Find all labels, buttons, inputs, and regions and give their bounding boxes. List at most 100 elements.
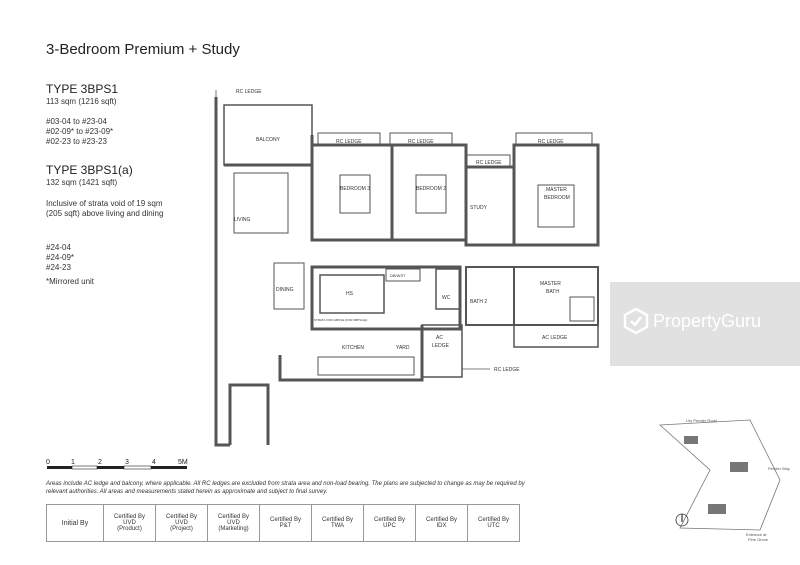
type1-units: #03-04 to #23-04 #02-09* to #23-09* #02-… (46, 117, 113, 147)
scale-seg-dark (47, 466, 72, 469)
type2-unit: #24-09* (46, 253, 75, 262)
block (684, 436, 698, 444)
type2-name: TYPE 3BPS1(a) (46, 163, 133, 177)
road-label: Pender Way (768, 466, 790, 471)
label-yard: YARD (396, 345, 410, 351)
dbwst-box (385, 268, 421, 282)
label-rc-ledge-2: RC LEDGE (408, 139, 434, 145)
label-dining: DINING (276, 287, 294, 293)
type2-area: 132 sqm (1421 sqft) (46, 178, 118, 187)
label-study: STUDY (470, 205, 488, 211)
block (708, 504, 726, 514)
scale-tick: 5M (178, 459, 188, 466)
page-title: 3-Bedroom Premium + Study (46, 41, 240, 58)
label-rc-ledge-4: RC LEDGE (538, 139, 564, 145)
hs-room (319, 274, 385, 314)
label-kitchen: KITCHEN (342, 345, 364, 351)
master-bath-walls (513, 266, 599, 326)
key-plan: Lity Pender Road Pender Way Entrance at … (659, 418, 790, 542)
bedroom3-walls (310, 143, 394, 242)
wc-room (435, 268, 461, 310)
scale-seg-light (71, 465, 98, 470)
propertyguru-watermark: PropertyGuru (623, 307, 761, 340)
label-wc: WC (442, 295, 451, 301)
label-ac-ledge-small-1: AC (436, 335, 443, 341)
floor-plan: RC LEDGE BALCONY LIVING DINING RC LEDGE … (214, 89, 600, 447)
scale-tick: 3 (125, 459, 129, 466)
type1-unit: #03-04 to #23-04 (46, 117, 107, 126)
plan-labels: RC LEDGE BALCONY LIVING DINING RC LEDGE … (234, 89, 570, 373)
scale-tick: 2 (98, 459, 102, 466)
label-master-bedroom-2: BEDROOM (544, 195, 570, 201)
block (730, 462, 748, 472)
master-bath-shower (569, 296, 595, 322)
bed3 (339, 174, 371, 214)
bedroom2-walls (390, 143, 468, 242)
label-hs: HS (346, 291, 354, 297)
label-balcony: BALCONY (256, 137, 281, 143)
label-master-bath-2: BATH (546, 289, 559, 295)
label-bath2: BATH 2 (470, 299, 487, 305)
wall-left (214, 97, 230, 447)
scale-tick: 0 (46, 459, 50, 466)
label-rc-ledge-top: RC LEDGE (236, 89, 262, 95)
type1-unit: #02-09* to #23-09* (46, 127, 114, 136)
site-boundary (659, 419, 781, 531)
label-ac-ledge-small-2: LEDGE (432, 343, 450, 349)
watermark-text: PropertyGuru (653, 311, 762, 331)
type2-unit: #24-23 (46, 263, 71, 272)
initial-by-cell: Initial By (46, 504, 104, 542)
living-sofa (233, 172, 289, 234)
scale-tick: 4 (152, 459, 156, 466)
building-blocks (684, 436, 748, 514)
disclaimer: Areas include AC ledge and balcony, wher… (46, 481, 525, 495)
entrance-label: Pine Grove (748, 537, 769, 542)
label-dbwst: DB/WST (390, 273, 406, 278)
propertyguru-logo-icon (623, 307, 649, 335)
plan-walls (214, 90, 600, 447)
type1-area: 113 sqm (1216 sqft) (46, 97, 117, 106)
scale-seg-light (123, 465, 152, 470)
scale-tick: 1 (71, 459, 75, 466)
bath2-walls (465, 266, 515, 326)
label-rc-ledge-bottom: RC LEDGE (494, 367, 520, 373)
type1-unit: #02-23 to #23-23 (46, 137, 107, 146)
label-master-bath-1: MASTER (540, 281, 561, 287)
master-bed (537, 184, 575, 228)
scale-seg-dark (151, 466, 187, 469)
watermark-banner (610, 282, 800, 366)
kitchen-walls (278, 325, 424, 382)
scale-bar: 0 1 2 3 4 5M (46, 459, 188, 470)
mirrored-note: *Mirrored unit (46, 277, 95, 286)
label-ac-ledge: AC LEDGE (542, 335, 568, 341)
type1-name: TYPE 3BPS1 (46, 82, 119, 96)
scale-seg-dark (97, 466, 124, 469)
master-bedroom-walls (512, 143, 600, 247)
balcony-outline (223, 104, 313, 166)
entrance-label: Entrance at (746, 532, 767, 537)
road-label: Lity Pender Road (686, 418, 717, 423)
ac-ledge-box (513, 324, 599, 348)
label-bedroom3: BEDROOM 3 (340, 186, 370, 192)
label-master-bedroom-1: MASTER (546, 187, 567, 193)
dining-table (273, 262, 305, 310)
entrance-walls (228, 383, 270, 445)
type2-units: #24-04 #24-09* #24-23 (46, 243, 74, 273)
ac-ledge-small (421, 324, 463, 378)
label-bedroom2: BEDROOM 2 (416, 186, 446, 192)
type2-unit: #24-04 (46, 243, 71, 252)
label-rc-ledge-3: RC LEDGE (476, 160, 502, 166)
type2-note: Inclusive of strata void of 19 sqm (205 … (46, 199, 164, 218)
label-living: LIVING (234, 217, 251, 223)
label-strata-void: STRATA VOID ABOVE (FOR 3BPS1(a)) (314, 318, 367, 322)
label-rc-ledge-1: RC LEDGE (336, 139, 362, 145)
